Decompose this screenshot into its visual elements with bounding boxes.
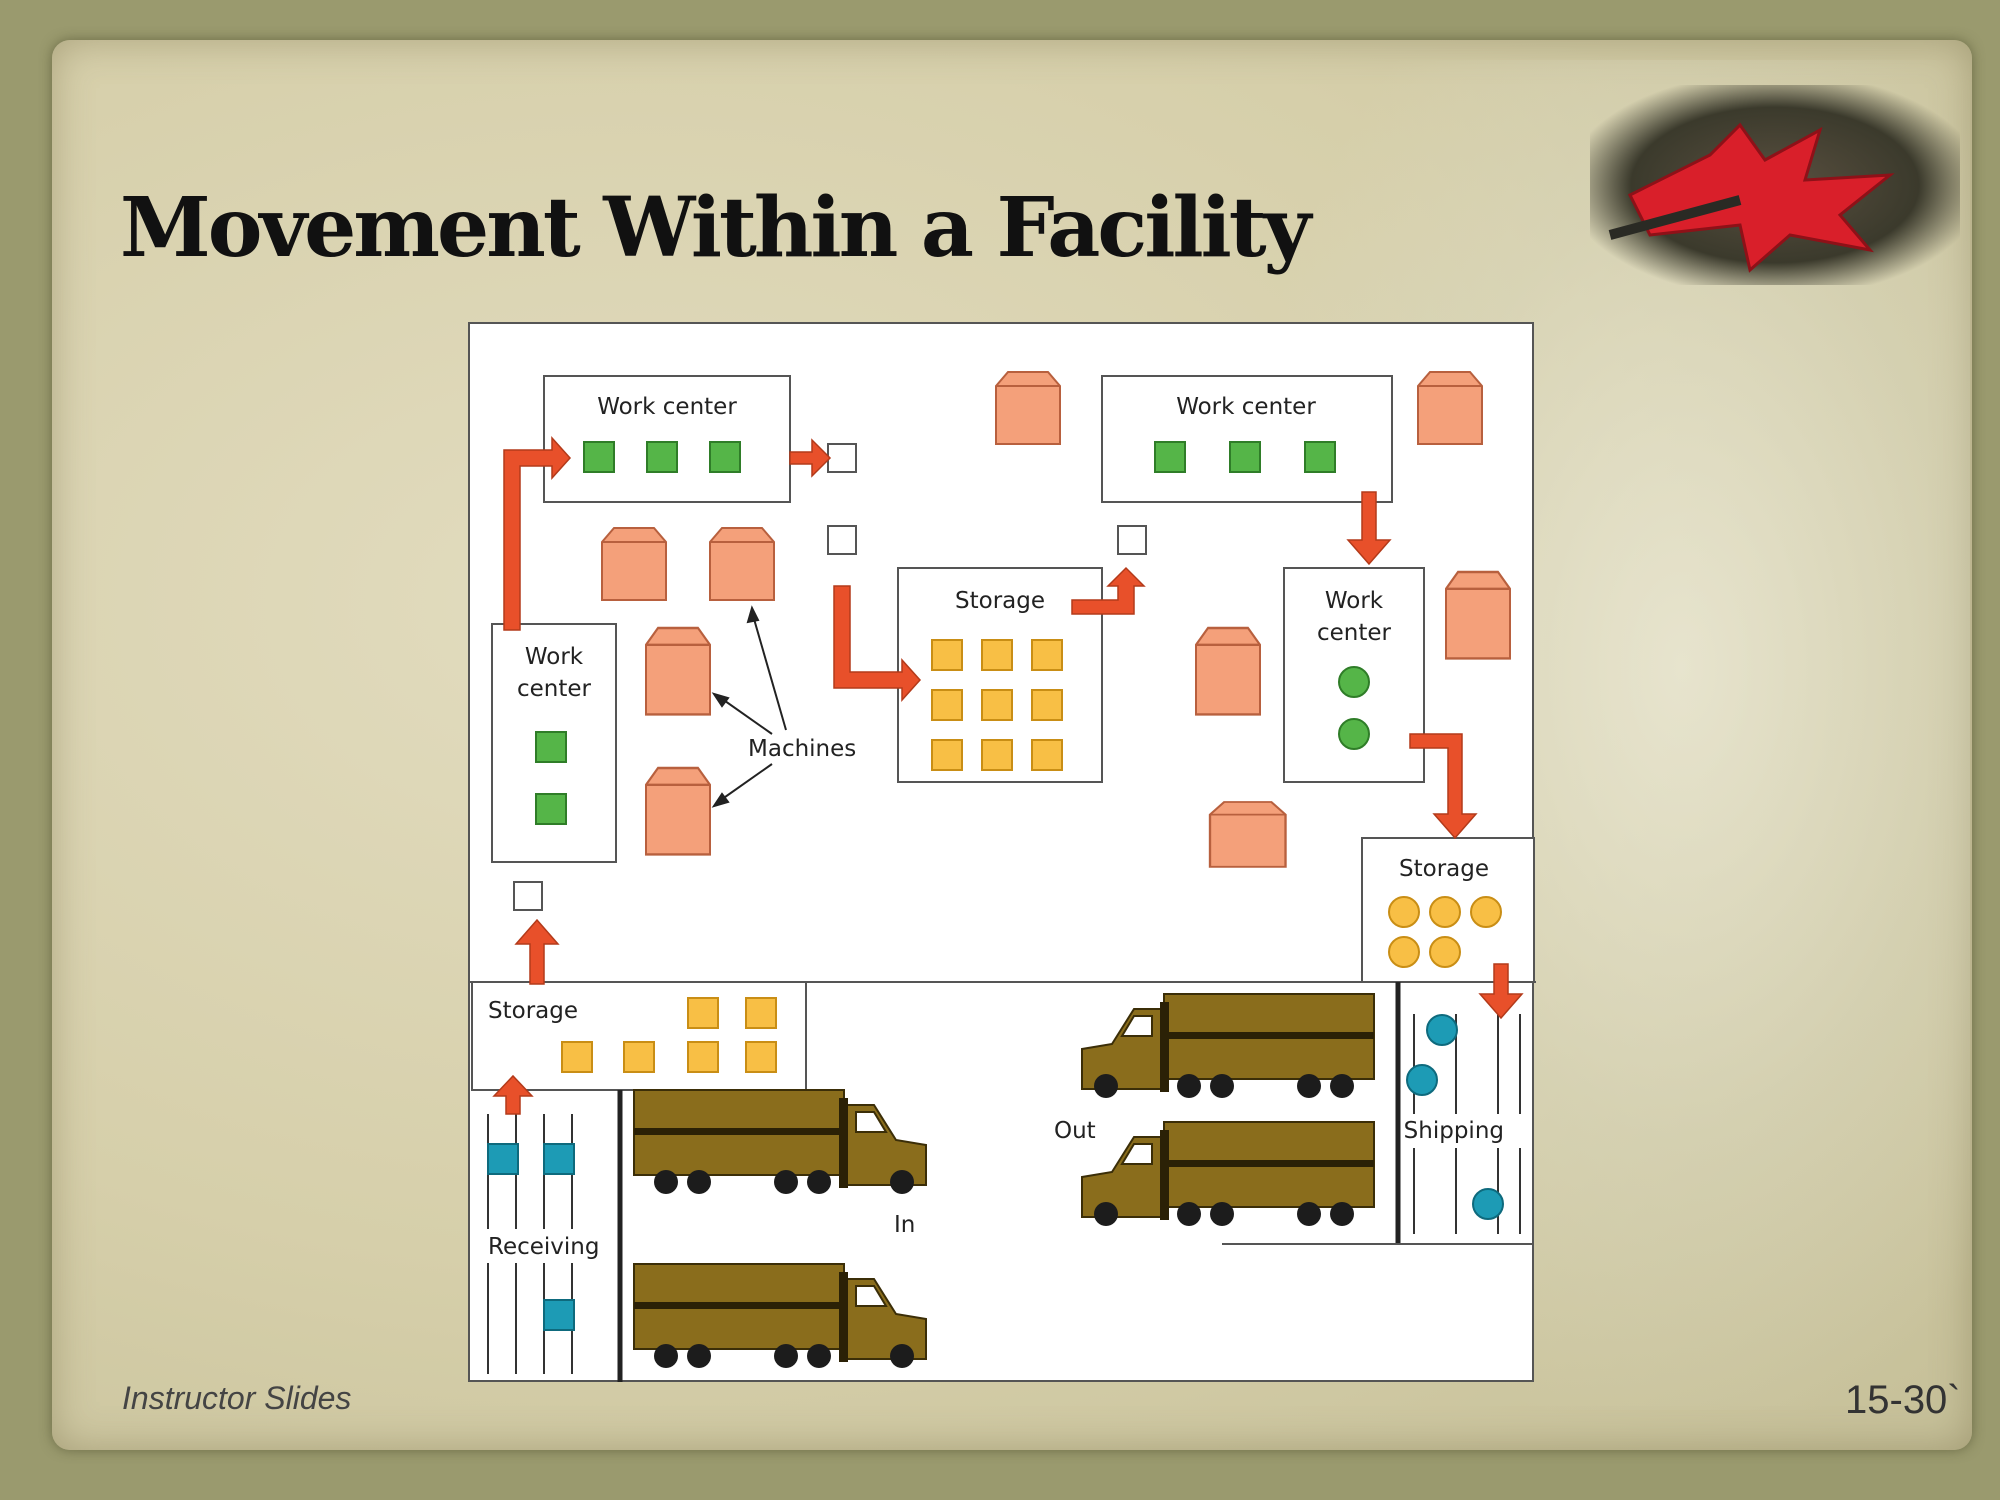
- work-center-left-label-1: Work: [525, 644, 584, 670]
- slide-title: Movement Within a Facility: [120, 180, 1311, 276]
- facility-diagram: Work center Work center Work center Work…: [468, 322, 1536, 1382]
- storage-right: Storage: [1361, 837, 1535, 983]
- transfer-square: [1117, 525, 1147, 555]
- work-center-right: Work center: [1283, 567, 1425, 783]
- storage-center: Storage: [897, 567, 1103, 783]
- footer-left-text: Instructor Slides: [122, 1380, 352, 1416]
- truck-out-1: [1081, 993, 1375, 1099]
- transfer-square: [827, 443, 857, 473]
- transfer-square: [513, 881, 543, 911]
- storage-bottom-label: Storage: [488, 998, 578, 1024]
- receiving-dock: Receiving: [486, 1090, 623, 1382]
- red-leaf-icon: [1627, 122, 1895, 273]
- flow-arrows: [492, 436, 1524, 1115]
- page-number: 15-30`: [1845, 1378, 1961, 1422]
- work-center-right-label-1: Work: [1325, 588, 1384, 614]
- transfer-square: [827, 525, 857, 555]
- storage-right-label: Storage: [1399, 856, 1489, 882]
- truck-in-1: [633, 1089, 927, 1195]
- in-label: In: [894, 1212, 915, 1238]
- truck-in-2: [633, 1263, 927, 1369]
- work-center-left-label-2: center: [517, 676, 592, 702]
- truck-out-2: [1081, 1121, 1375, 1227]
- work-center-right-label-2: center: [1317, 620, 1392, 646]
- out-label: Out: [1054, 1118, 1096, 1144]
- storage-bottom: Storage: [471, 981, 807, 1091]
- work-center-top-right-label: Work center: [1176, 394, 1316, 420]
- storage-center-label: Storage: [955, 588, 1045, 614]
- work-center-top-right: Work center: [1101, 375, 1393, 503]
- shipping-dock: Shipping: [1222, 982, 1534, 1245]
- machines-label: Machines: [748, 736, 856, 762]
- receiving-label: Receiving: [488, 1234, 599, 1260]
- machines-pointers: [711, 605, 787, 808]
- red-leaf-image: [1590, 85, 1960, 285]
- work-center-top-left: Work center: [543, 375, 791, 503]
- work-center-left: Work center: [491, 623, 617, 863]
- shipping-label: Shipping: [1404, 1118, 1504, 1144]
- work-center-top-left-label: Work center: [597, 394, 737, 420]
